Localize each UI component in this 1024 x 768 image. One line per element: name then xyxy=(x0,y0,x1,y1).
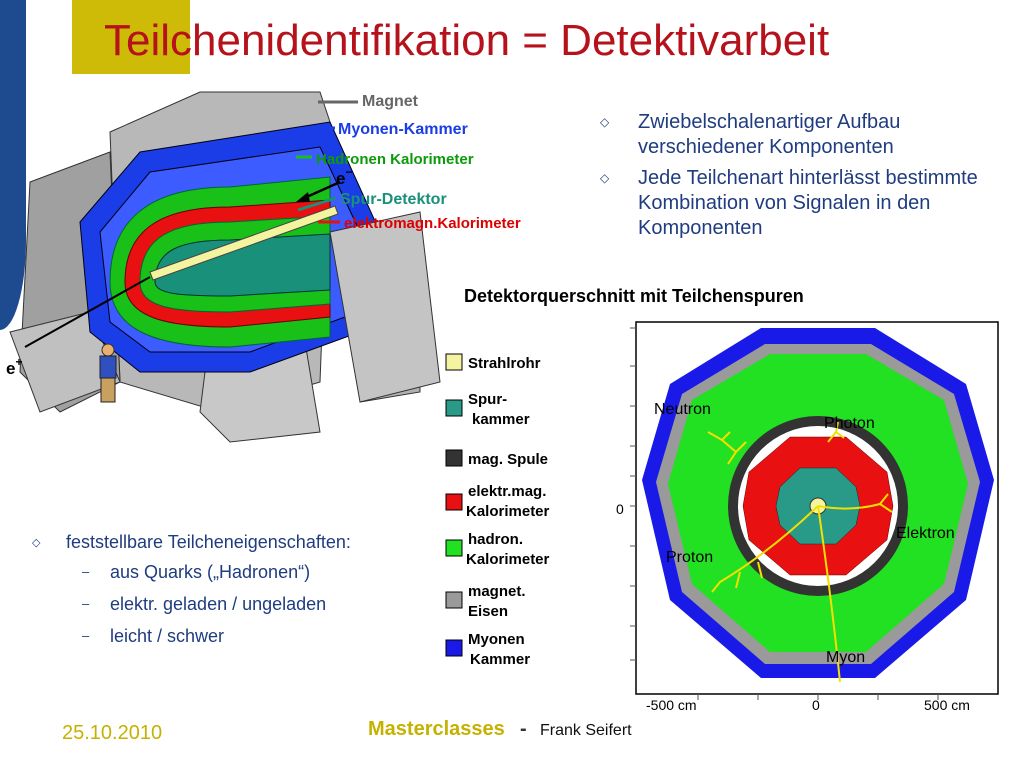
label-positron-sign: + xyxy=(15,355,22,369)
legend-label: elektr.mag. xyxy=(468,483,546,500)
footer-separator: - xyxy=(520,718,527,740)
legend-label: hadron. xyxy=(468,531,523,548)
legend-swatch-iron xyxy=(445,591,463,609)
properties-item: leicht / schwer xyxy=(30,624,410,648)
properties-item: aus Quarks („Hadronen“) xyxy=(30,560,410,584)
label-electron-sign: − xyxy=(345,165,352,179)
decor-blue-bar xyxy=(0,0,26,330)
label-muon-chamber: Myonen-Kammer xyxy=(338,121,468,138)
muon-track xyxy=(817,505,841,683)
legend-label: mag. Spule xyxy=(468,451,548,468)
label-muon: Myon xyxy=(826,649,865,666)
legend-label: Kalorimeter xyxy=(466,503,550,520)
label-tracker: Spur-Detektor xyxy=(340,191,447,208)
electron-arrow-head xyxy=(296,192,310,202)
footer-event: Masterclasses xyxy=(368,718,505,740)
legend-label: Strahlrohr xyxy=(468,355,541,372)
label-photon: Photon xyxy=(824,415,875,432)
legend-label: Kalorimeter xyxy=(466,551,550,568)
x-axis-zero: 0 xyxy=(812,697,820,713)
x-axis-ticks xyxy=(697,694,939,700)
legend-label: Spur- xyxy=(468,391,507,408)
label-magnet: Magnet xyxy=(362,93,419,110)
beam-pipe xyxy=(149,205,339,281)
legend-swatch-em xyxy=(445,493,463,511)
tracker-leader xyxy=(297,196,337,212)
bullet-item: Zwiebelschalenartiger Aufbau verschieden… xyxy=(598,110,998,160)
label-proton: Proton xyxy=(666,549,713,566)
label-em-calorimeter: elektromagn.Kalorimeter xyxy=(344,215,521,232)
label-neutron: Neutron xyxy=(654,401,711,418)
cross-section-title: Detektorquerschnitt mit Teilchenspuren xyxy=(464,286,804,306)
properties-block: feststellbare Teilcheneigenschaften: aus… xyxy=(30,530,410,656)
footer-date: 25.10.2010 xyxy=(62,722,163,744)
label-positron: e+ xyxy=(6,355,22,378)
positron-beam-line xyxy=(24,276,151,348)
legend-swatch-beampipe xyxy=(445,353,463,371)
legend-label: Kammer xyxy=(470,651,530,668)
electron-track xyxy=(817,493,893,513)
legend-label: Eisen xyxy=(468,603,508,620)
x-axis-max: 500 cm xyxy=(924,697,970,713)
properties-heading: feststellbare Teilcheneigenschaften: xyxy=(30,530,410,555)
neutron-shower xyxy=(707,431,747,465)
label-electron: Elektron xyxy=(896,525,955,542)
person-body xyxy=(99,355,117,379)
legend-swatch-muon xyxy=(445,639,463,657)
magnet-foot-left xyxy=(9,311,121,413)
bullet-list: Zwiebelschalenartiger Aufbau verschieden… xyxy=(598,110,998,247)
cross-section-diagram: Detektorquerschnitt mit Teilchenspuren S… xyxy=(445,286,999,713)
magnet-support-right xyxy=(329,211,441,403)
legend-swatch-coil xyxy=(445,449,463,467)
decor-yellow-block xyxy=(72,0,190,74)
legend-label: kammer xyxy=(472,411,530,428)
slide-title: Teilchenidentifikation = Detektivarbeit xyxy=(104,16,830,65)
legend-swatch-tracker xyxy=(445,399,463,417)
label-hadron-calorimeter: Hadronen Kalorimeter xyxy=(316,151,474,168)
y-axis-ticks xyxy=(630,327,636,661)
person-head xyxy=(101,343,115,357)
photon-shower xyxy=(827,421,845,443)
properties-item: elektr. geladen / ungeladen xyxy=(30,592,410,616)
particle-tracks xyxy=(707,421,893,683)
bullet-item: Jede Teilchenart hinterlässt bestimmte K… xyxy=(598,166,998,241)
footer-author: Frank Seifert xyxy=(540,722,632,739)
person-legs xyxy=(100,377,116,403)
y-axis-zero: 0 xyxy=(616,501,624,517)
legend-label: Myonen xyxy=(468,631,525,648)
x-axis-min: -500 cm xyxy=(646,697,697,713)
label-electron: e− xyxy=(336,165,352,188)
legend: Strahlrohr Spur- kammer mag. Spule elekt… xyxy=(445,353,550,668)
proton-track xyxy=(711,505,819,593)
legend-label: magnet. xyxy=(468,583,526,600)
properties-list: aus Quarks („Hadronen“) elektr. geladen … xyxy=(30,560,410,648)
detector-3d-illustration: Magnet Myonen-Kammer Hadronen Kalorimete… xyxy=(6,91,521,443)
legend-swatch-hadron xyxy=(445,539,463,557)
